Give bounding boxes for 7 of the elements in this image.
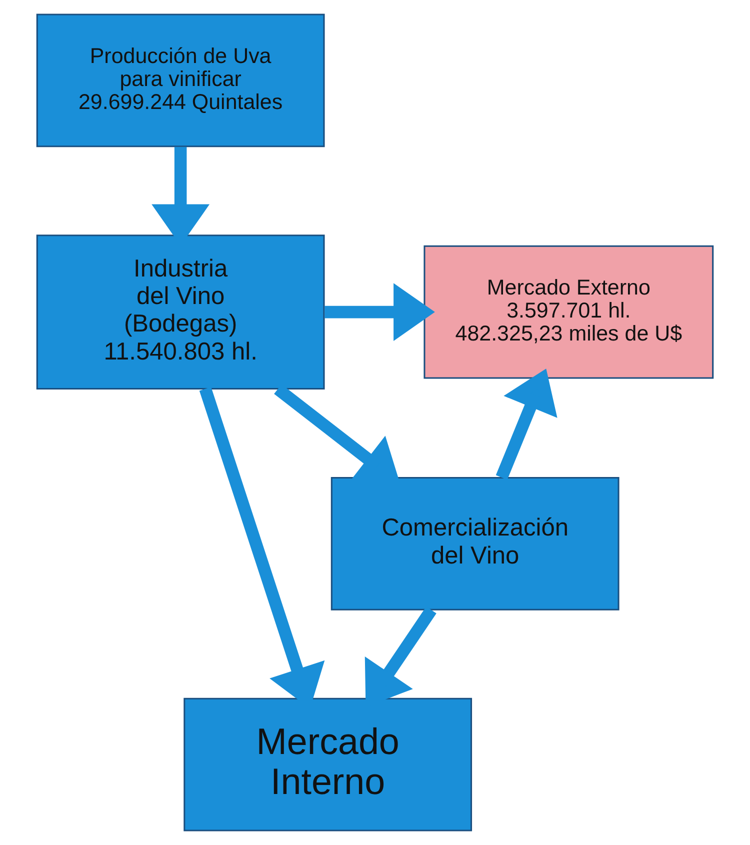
arrow — [324, 283, 435, 342]
node-box: Producción de Uva para vinificar 29.699.244 Quintales — [36, 14, 325, 148]
node-box: Mercado Interno — [184, 698, 472, 832]
node-box: Comercialización del Vino — [330, 476, 620, 610]
node-box: Mercado Externo 3.597.701 hl. 482.325,23 miles de U$ — [424, 245, 714, 379]
node-box: Industria del Vino (Bodegas) 11.540.803 hl. — [36, 234, 325, 390]
arrow — [496, 368, 558, 480]
